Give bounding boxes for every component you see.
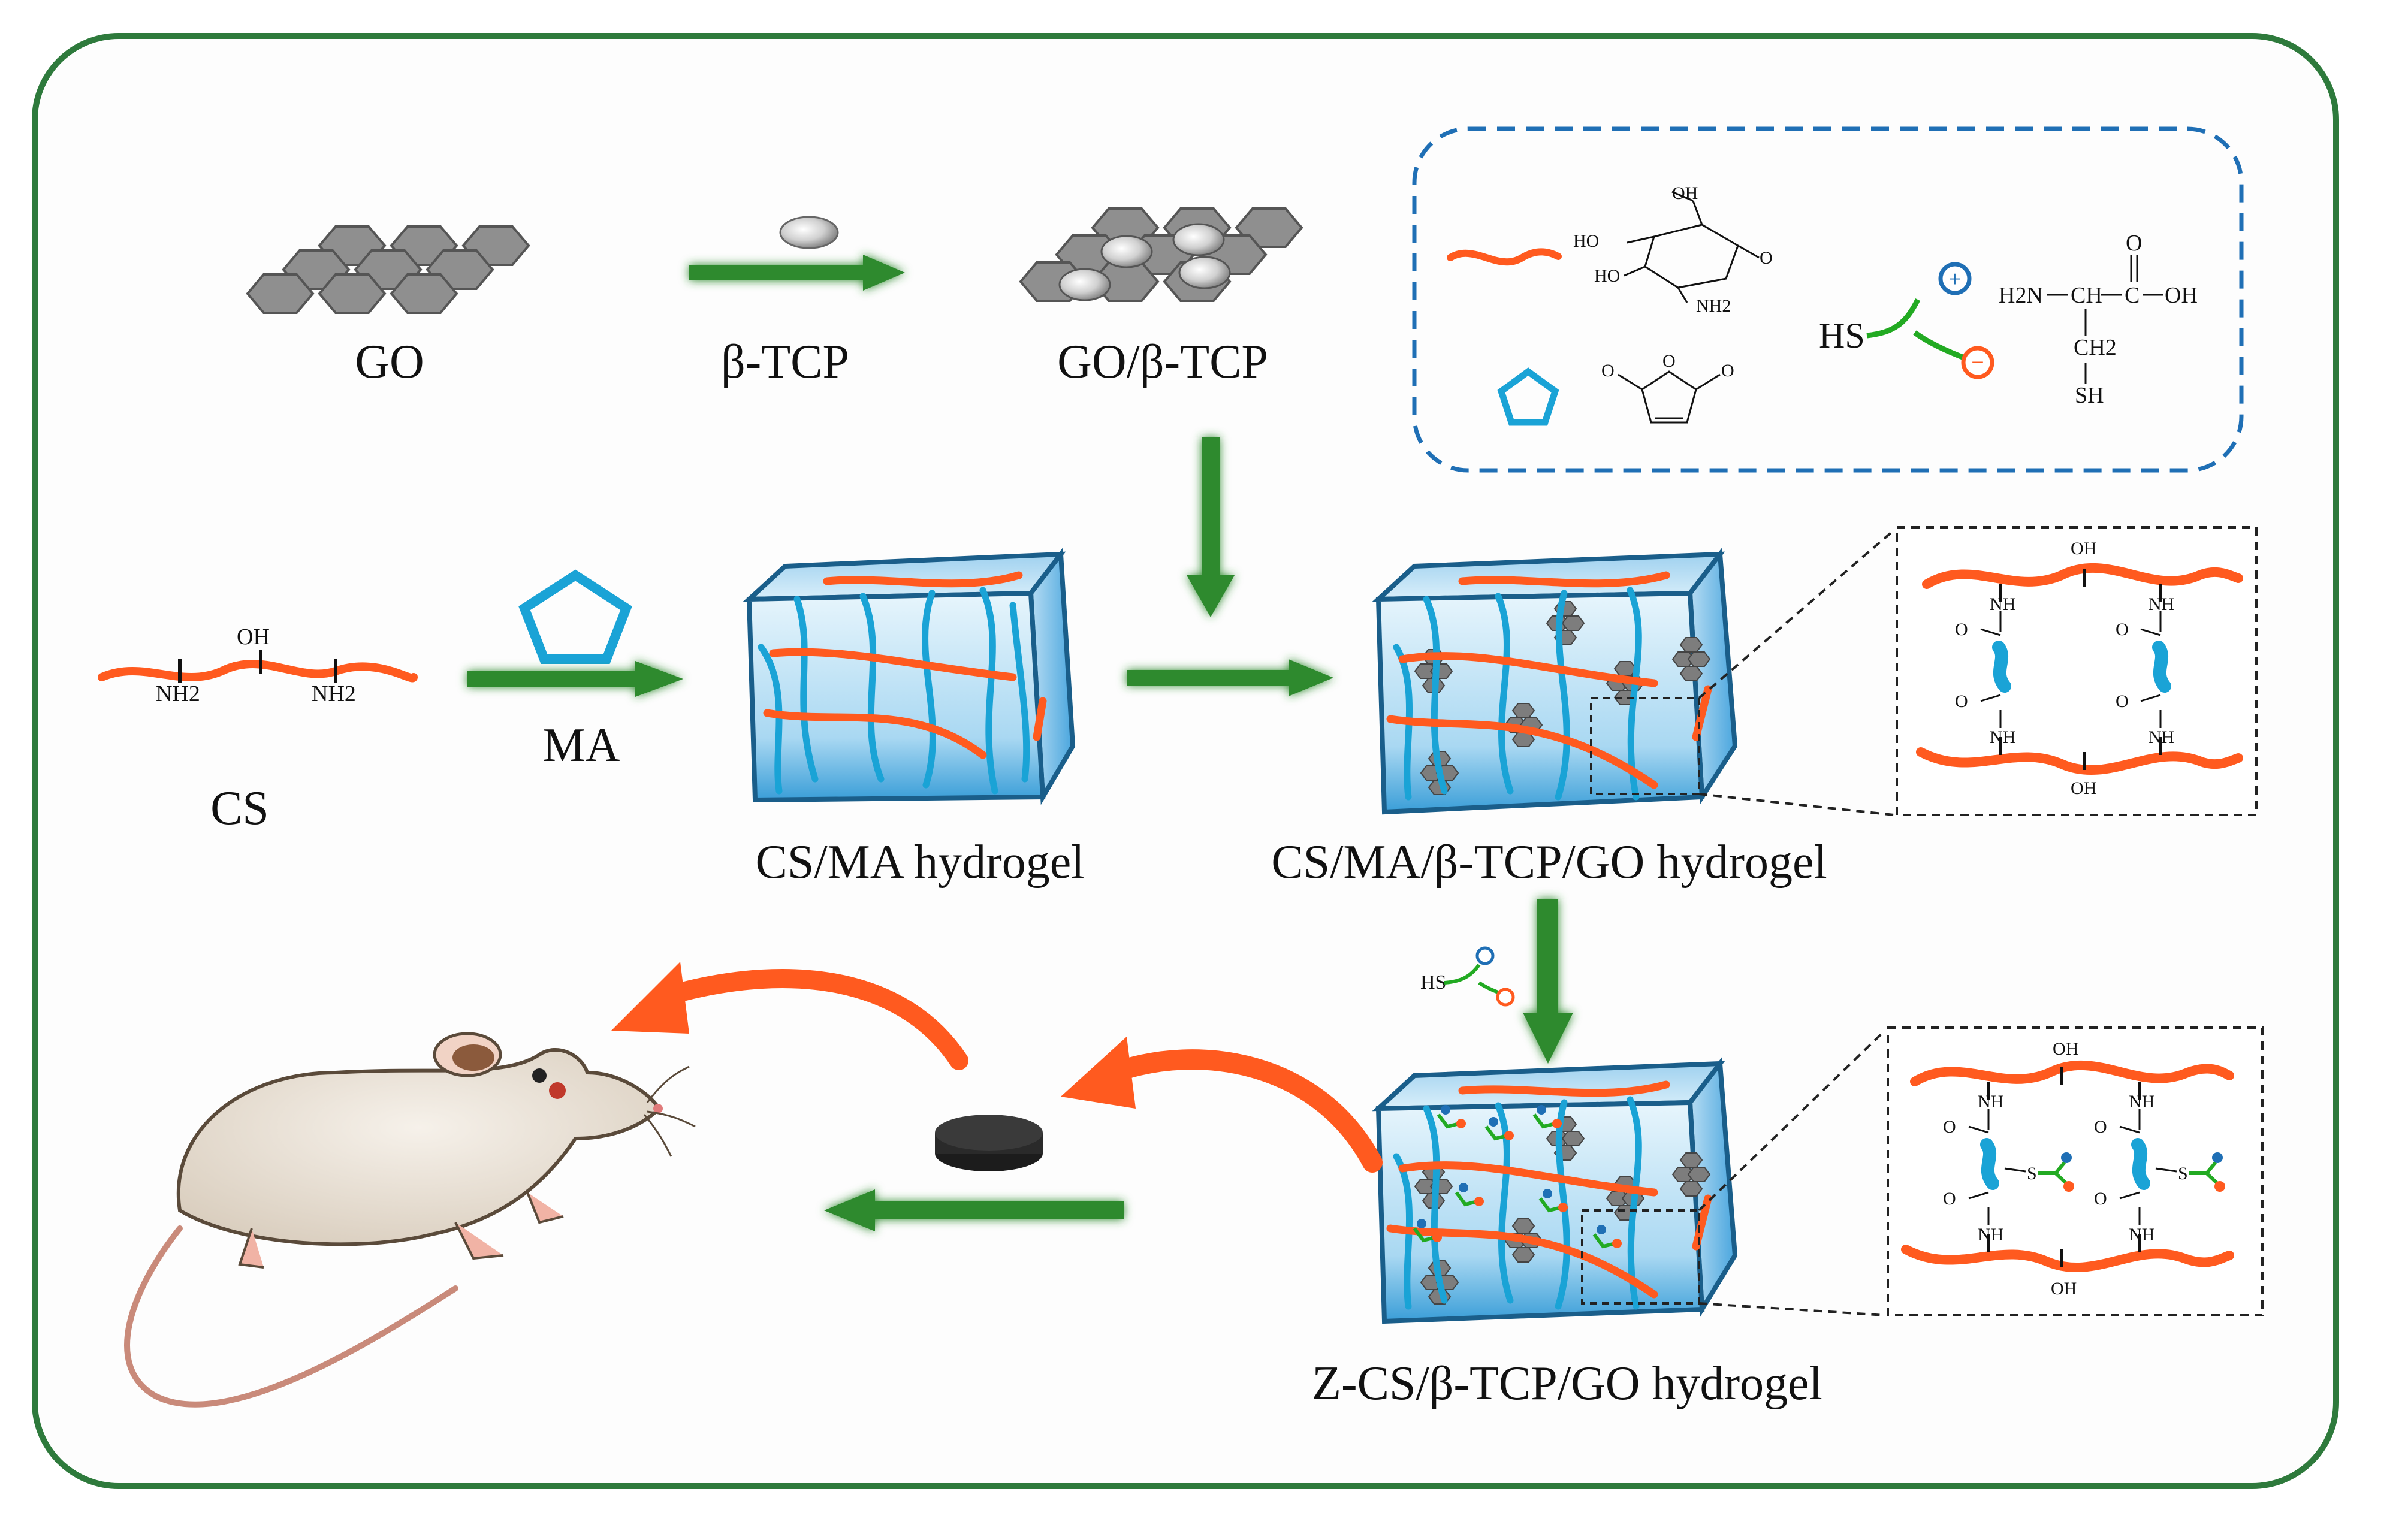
- chem-ho-1: HO: [1573, 231, 1599, 251]
- arrow-ma: [467, 661, 683, 697]
- svg-text:CH: CH: [2071, 283, 2102, 308]
- cs-ma-hydrogel-cube: [743, 548, 1076, 805]
- svg-text:O: O: [2116, 692, 2129, 711]
- crosslink-inset-2: OH OH NH NH NH NH O O O O S S: [1887, 1026, 2264, 1316]
- maleic-anhydride-structure: [1618, 370, 1721, 424]
- svg-text:O: O: [2116, 620, 2129, 639]
- cs-ma-btcp-go-hydrogel-label: CS/MA/β-TCP/GO hydrogel: [1271, 836, 1827, 889]
- glucosamine-structure: [1624, 191, 1760, 303]
- hydrogel-disk: [935, 1115, 1043, 1171]
- svg-text:NH: NH: [2149, 594, 2174, 614]
- chem-o-left: O: [1601, 361, 1615, 381]
- svg-text:−: −: [1971, 350, 1984, 375]
- chem-nh2-ring: NH2: [1696, 296, 1731, 316]
- mouse-illustration: [124, 1032, 696, 1408]
- arrow-down-1: [1187, 437, 1235, 617]
- cs-nh2-left: NH2: [156, 681, 200, 706]
- svg-text:NH: NH: [2129, 1225, 2154, 1245]
- z-cs-hydrogel-label: Z-CS/β-TCP/GO hydrogel: [1312, 1357, 1822, 1410]
- svg-text:OH: OH: [2053, 1039, 2078, 1059]
- legend-cs-chain: [1447, 248, 1562, 266]
- svg-text:O: O: [1943, 1117, 1956, 1137]
- go-label: GO: [355, 336, 424, 388]
- zwitterion-reagent-icon: HS: [1420, 946, 1515, 1007]
- cs-label: CS: [210, 782, 269, 835]
- ma-label: MA: [543, 719, 620, 772]
- svg-text:NH: NH: [2149, 727, 2174, 747]
- chem-o-right: O: [1721, 361, 1734, 381]
- svg-text:O: O: [1955, 692, 1968, 711]
- svg-text:NH: NH: [1978, 1225, 2003, 1245]
- legend-box: OH HO HO O NH2 O O O HS + − H2N: [1412, 126, 2244, 473]
- svg-text:NH: NH: [1990, 727, 2015, 747]
- cs-chain: OH NH2 NH2: [98, 624, 418, 706]
- svg-text:O: O: [1943, 1189, 1956, 1209]
- svg-text:O: O: [1955, 620, 1968, 639]
- go-btcp-label: GO/β-TCP: [1057, 336, 1268, 388]
- cs-oh: OH: [237, 624, 270, 650]
- cs-ma-btcp-go-hydrogel-cube: [1372, 548, 1738, 815]
- svg-text:HS: HS: [1819, 316, 1865, 355]
- cs-ma-hydrogel-label: CS/MA hydrogel: [756, 836, 1085, 889]
- svg-text:CH2: CH2: [2074, 335, 2117, 360]
- svg-text:HS: HS: [1420, 971, 1446, 994]
- svg-text:OH: OH: [2071, 539, 2096, 558]
- svg-text:NH: NH: [1990, 594, 2015, 614]
- ma-pentagon: [518, 569, 632, 664]
- arrow-to-mouse: [824, 1189, 1124, 1231]
- z-cs-hydrogel-cube: [1372, 1057, 1738, 1324]
- svg-text:OH: OH: [2165, 283, 2198, 308]
- go-btcp-sheet: [1019, 207, 1303, 302]
- chem-oh-top: OH: [1672, 183, 1698, 203]
- svg-text:O: O: [2094, 1117, 2107, 1137]
- cs-nh2-right: NH2: [312, 681, 356, 706]
- svg-text:O: O: [2094, 1189, 2107, 1209]
- svg-text:S: S: [2178, 1164, 2188, 1183]
- svg-text:SH: SH: [2075, 383, 2104, 408]
- btcp-particle: [779, 216, 839, 249]
- btcp-label: β-TCP: [721, 336, 849, 388]
- svg-text:O: O: [2126, 231, 2142, 256]
- svg-text:OH: OH: [2051, 1279, 2077, 1299]
- chem-ho-2: HO: [1594, 266, 1620, 286]
- svg-text:OH: OH: [2071, 778, 2096, 798]
- svg-text:NH: NH: [1978, 1092, 2003, 1112]
- chem-o-mid: O: [1662, 351, 1676, 371]
- svg-text:+: +: [1948, 267, 1961, 292]
- arrow-down-2: [1523, 899, 1573, 1064]
- arrow-to-composite: [1127, 659, 1333, 696]
- svg-text:C: C: [2125, 283, 2140, 308]
- svg-text:H2N: H2N: [1999, 283, 2043, 308]
- svg-text:S: S: [2027, 1164, 2037, 1183]
- arrow-btcp: [689, 255, 905, 291]
- crosslink-inset-1: OH OH NH NH NH NH O O O O: [1896, 526, 2258, 816]
- cysteine-structure: H2N CH C OH O CH2 SH: [1999, 231, 2198, 408]
- chem-o-ring: O: [1760, 248, 1773, 268]
- zwitterion-icon: HS + −: [1819, 262, 1994, 379]
- orange-arrow-1: [1061, 1037, 1383, 1173]
- orange-arrow-2: [611, 962, 968, 1070]
- legend-ma-pentagon: [1497, 367, 1559, 426]
- svg-text:NH: NH: [2129, 1092, 2154, 1112]
